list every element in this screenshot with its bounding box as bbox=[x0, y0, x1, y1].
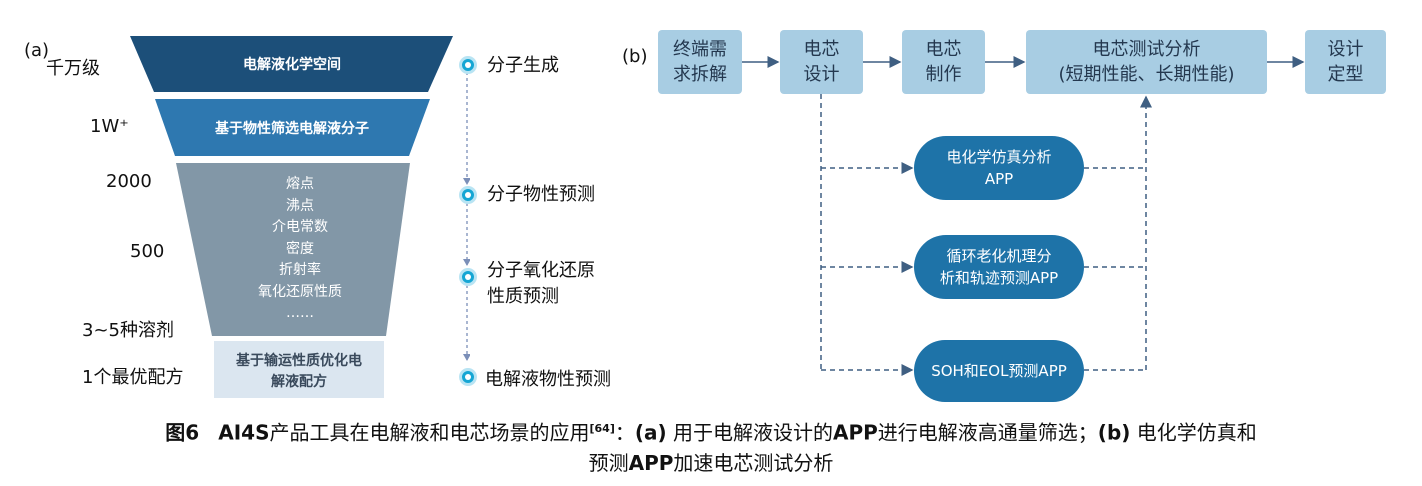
step-label-3-line-2: 性质预测 bbox=[487, 286, 559, 307]
app-box-echem-simulation: 电化学仿真分析 APP bbox=[914, 136, 1084, 200]
level-label-6: 1个最优配方 bbox=[82, 367, 184, 388]
flow-box-line: 定型 bbox=[1327, 64, 1364, 85]
panel-a-tag: (a) bbox=[24, 40, 50, 61]
app-box-aging-prediction: 循环老化机理分析和轨迹预测APP bbox=[914, 235, 1084, 299]
funnel-layer-3 bbox=[176, 163, 410, 336]
caption-text: 加速电芯测试分析 bbox=[673, 450, 834, 475]
arrow-head-2 bbox=[463, 259, 470, 266]
funnel-layer-4-label: 基于输运性质优化电 解液配方 bbox=[214, 351, 384, 393]
caption-text: APP bbox=[833, 420, 878, 445]
funnel-layer-4 bbox=[214, 341, 384, 398]
funnel-layer-4-line-1: 基于输运性质优化电 bbox=[236, 353, 362, 369]
arrow-head-3 bbox=[463, 354, 470, 361]
caption-text: 进行电解液高通量筛选； bbox=[877, 420, 1098, 445]
caption-figure-number: 图6 bbox=[165, 420, 200, 445]
funnel-layer-4-line-2: 解液配方 bbox=[271, 374, 327, 390]
caption-text: APP bbox=[628, 450, 674, 475]
flow-box-line: 制作 bbox=[925, 64, 962, 85]
flow-box-line: 终端需 bbox=[673, 39, 727, 60]
caption-text: 电化学仿真和 bbox=[1136, 420, 1257, 445]
caption-line-2: 预测APP加速电芯测试分析 bbox=[0, 448, 1422, 478]
caption-text: (a) bbox=[634, 420, 667, 445]
level-label-2: 1W⁺ bbox=[90, 116, 129, 137]
level-label-3: 2000 bbox=[106, 171, 152, 192]
caption-text: 预测 bbox=[588, 450, 629, 475]
flow-box-cell-testing: 电芯测试分析 (短期性能、长期性能) bbox=[1026, 30, 1267, 94]
flow-box-line: 设计 bbox=[1327, 39, 1364, 60]
funnel-diagram bbox=[130, 36, 470, 398]
flow-box-requirements: 终端需求拆解 bbox=[658, 30, 742, 94]
step-label-1: 分子生成 bbox=[487, 55, 559, 76]
flow-connectors bbox=[742, 56, 1305, 376]
flow-box-design-final: 设计定型 bbox=[1305, 30, 1386, 94]
caption-reference: [64] bbox=[589, 422, 615, 435]
panel-b-tag: (b) bbox=[622, 46, 648, 67]
property-item: 沸点 bbox=[286, 197, 314, 214]
step-node-1 bbox=[459, 56, 477, 74]
step-label-4: 电解液物性预测 bbox=[485, 369, 611, 390]
funnel-layer-1-label: 电解液化学空间 bbox=[243, 57, 341, 73]
figure-caption: 图6 AI4S产品工具在电解液和电芯场景的应用[64]：(a) 用于电解液设计的… bbox=[0, 414, 1422, 478]
caption-line-1: 图6 AI4S产品工具在电解液和电芯场景的应用[64]：(a) 用于电解液设计的… bbox=[0, 414, 1422, 448]
app-box-line: 循环老化机理分 bbox=[946, 247, 1052, 265]
flow-box-cell-fabrication: 电芯制作 bbox=[902, 30, 985, 94]
flow-box-line: 设计 bbox=[803, 64, 840, 85]
step-node-4 bbox=[459, 368, 477, 386]
property-item: 介电常数 bbox=[272, 219, 328, 235]
flow-box-cell-design: 电芯设计 bbox=[780, 30, 863, 94]
step-node-2 bbox=[459, 186, 477, 204]
app-box-soh-eol: SOH和EOL预测APP bbox=[914, 340, 1084, 402]
property-item: 熔点 bbox=[286, 176, 314, 192]
caption-text: AI4S bbox=[218, 420, 270, 445]
property-item: 密度 bbox=[286, 240, 314, 257]
app-box-line: 电化学仿真分析 bbox=[946, 148, 1052, 166]
app-box-line: APP bbox=[984, 170, 1014, 188]
app-box-line: 析和轨迹预测APP bbox=[939, 269, 1059, 287]
flow-box-line: 电芯 bbox=[925, 39, 962, 60]
caption-text: ： bbox=[614, 420, 635, 445]
arrow-head-1 bbox=[463, 178, 470, 185]
step-label-2: 分子物性预测 bbox=[487, 184, 595, 205]
property-item: 氧化还原性质 bbox=[258, 283, 342, 300]
funnel-layer-2-label: 基于物性筛选电解液分子 bbox=[215, 121, 369, 137]
step-label-3-line-1: 分子氧化还原 bbox=[487, 260, 595, 281]
flow-box-line: 求拆解 bbox=[673, 64, 727, 85]
property-list: 熔点 沸点 介电常数 密度 折射率 氧化还原性质 …… bbox=[195, 174, 405, 325]
step-node-3 bbox=[459, 268, 477, 286]
step-label-3: 分子氧化还原 性质预测 bbox=[487, 258, 595, 310]
caption-text: (b) bbox=[1097, 420, 1131, 445]
flow-box-line: (短期性能、长期性能) bbox=[1058, 64, 1235, 85]
funnel-layer-1 bbox=[130, 36, 453, 92]
level-label-1: 千万级 bbox=[46, 58, 100, 79]
level-label-5: 3~5种溶剂 bbox=[82, 320, 174, 341]
flow-box-line: 电芯测试分析 bbox=[1092, 39, 1201, 60]
caption-text: 用于电解液设计的 bbox=[673, 420, 833, 445]
caption-text: 产品工具在电解液和电芯场景的应用 bbox=[269, 420, 590, 445]
flow-box-line: 电芯 bbox=[803, 39, 840, 60]
app-box-line: SOH和EOL预测APP bbox=[931, 362, 1067, 380]
level-label-4: 500 bbox=[130, 241, 165, 262]
funnel-layer-2 bbox=[155, 99, 430, 156]
property-item: …… bbox=[286, 305, 314, 321]
property-item: 折射率 bbox=[279, 262, 321, 278]
